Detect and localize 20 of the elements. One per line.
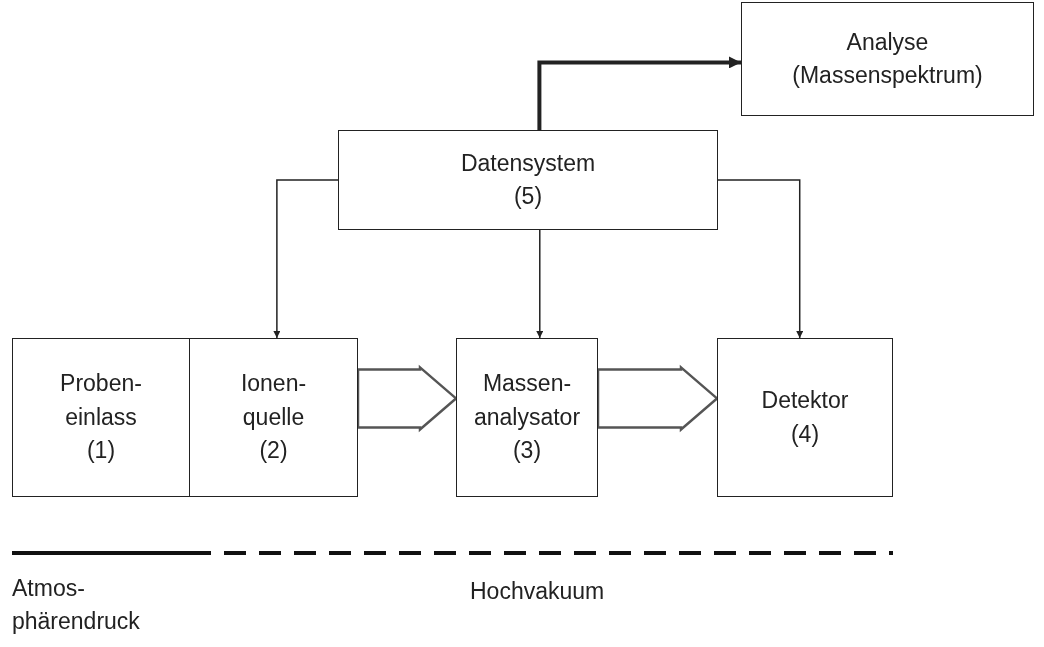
box-label: Analyse (Massenspektrum) <box>791 27 984 90</box>
box-label: Proben- einlass (1) <box>59 369 143 466</box>
box-label: Detektor (4) <box>760 386 850 449</box>
process-box <box>456 338 598 497</box>
arrow <box>717 179 804 339</box>
process-box <box>12 338 190 497</box>
process-box <box>189 338 358 497</box>
box-label: Datensystem (5) <box>459 148 597 211</box>
arrow <box>273 179 339 339</box>
arrow <box>536 229 544 339</box>
block-arrow <box>596 364 719 433</box>
process-box <box>717 338 893 497</box>
box-label: Massen- analysator (3) <box>472 369 582 466</box>
region-label: Hochvakuum <box>470 577 605 606</box>
block-arrow <box>356 364 458 433</box>
process-box <box>338 130 718 230</box>
arrow <box>537 56 741 130</box>
process-box <box>741 2 1034 116</box>
region-label: Atmos- phärendruck <box>12 574 141 637</box>
box-label: Ionen- quelle (2) <box>239 369 308 466</box>
